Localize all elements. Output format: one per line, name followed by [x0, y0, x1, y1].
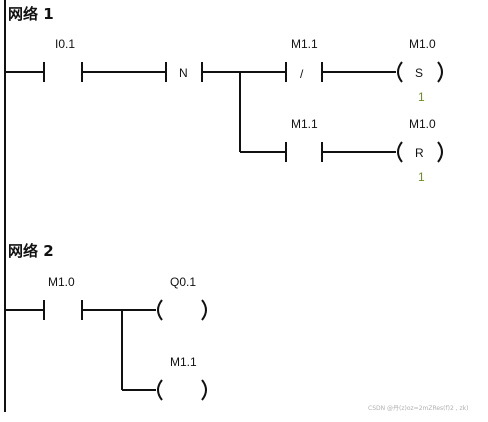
coil-m11-label: M1.1 — [170, 355, 197, 369]
nc-contact-label: M1.1 — [291, 37, 318, 51]
network-1-reset-coil: R M1.0 1 — [397, 117, 443, 184]
network-1-contact-i01: I0.1 — [5, 37, 83, 82]
reset-coil-operand: M1.0 — [409, 117, 436, 131]
network-1-contact-m11: M1.1 — [285, 117, 323, 162]
network-2-coil-m11: M1.1 — [157, 355, 207, 401]
network-1-nc-contact-m11: / M1.1 — [285, 37, 323, 82]
network-1-negative-edge: N — [165, 62, 203, 82]
reset-coil-count: 1 — [418, 170, 425, 184]
network-2-coil-q01: Q0.1 — [157, 275, 207, 321]
set-coil-operand: M1.0 — [409, 37, 436, 51]
network-2-title: 网络 2 — [8, 242, 54, 260]
contact-label: M1.1 — [291, 117, 318, 131]
network-2-contact-label: M1.0 — [48, 275, 75, 289]
nc-slash-symbol: / — [300, 67, 304, 81]
network-2-contact-m10: M1.0 — [5, 275, 83, 320]
network-1-title: 网络 1 — [8, 5, 54, 23]
set-coil-count: 1 — [418, 90, 425, 104]
edge-label: N — [179, 66, 188, 80]
coil-q01-label: Q0.1 — [170, 275, 196, 289]
network-1-contact-label: I0.1 — [55, 37, 75, 51]
reset-coil-op: R — [415, 146, 424, 160]
watermark: CSDN @丹(z)oz=2mZRes(f)2 , zk) — [368, 405, 468, 412]
set-coil-op: S — [415, 66, 423, 80]
network-1-set-coil: S M1.0 1 — [397, 37, 443, 104]
